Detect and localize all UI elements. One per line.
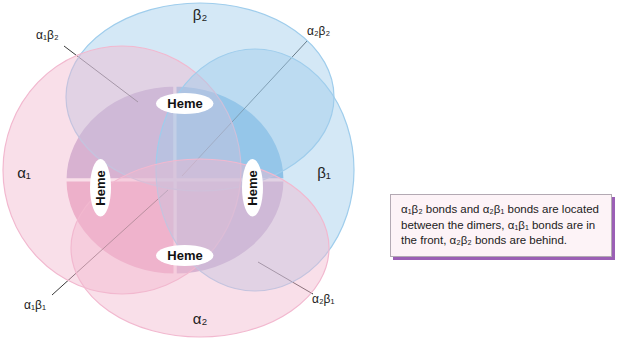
note-text: α₁β₂ bonds and α₂β₁ bonds are located be… bbox=[401, 202, 601, 249]
heme-shape bbox=[156, 245, 213, 266]
bond-label: α₂β₁ bbox=[312, 292, 335, 306]
bond-label: α₁β₁ bbox=[24, 298, 46, 312]
subunit-name: α₂ bbox=[193, 310, 208, 327]
heme-shape bbox=[242, 159, 263, 216]
heme-oval: Heme bbox=[90, 159, 111, 216]
bond-label: α₂β₂ bbox=[307, 24, 330, 38]
subunit-name: β₁ bbox=[317, 164, 331, 181]
heme-label: Heme bbox=[246, 170, 259, 205]
note-box: α₁β₂ bonds and α₂β₁ bonds are located be… bbox=[390, 194, 612, 257]
bond-label: α₁β₂ bbox=[36, 28, 59, 42]
subunit-shape bbox=[71, 159, 329, 337]
heme-label: Heme bbox=[167, 249, 202, 262]
heme-oval: Heme bbox=[156, 245, 213, 266]
heme-oval: Heme bbox=[242, 159, 263, 216]
subunit-name: α₁ bbox=[17, 164, 31, 181]
heme-label: Heme bbox=[167, 97, 202, 110]
subunit-name: β₂ bbox=[193, 6, 207, 23]
heme-oval: Heme bbox=[156, 93, 213, 114]
heme-shape bbox=[156, 93, 213, 114]
heme-label: Heme bbox=[94, 170, 107, 205]
heme-shape bbox=[90, 159, 111, 216]
